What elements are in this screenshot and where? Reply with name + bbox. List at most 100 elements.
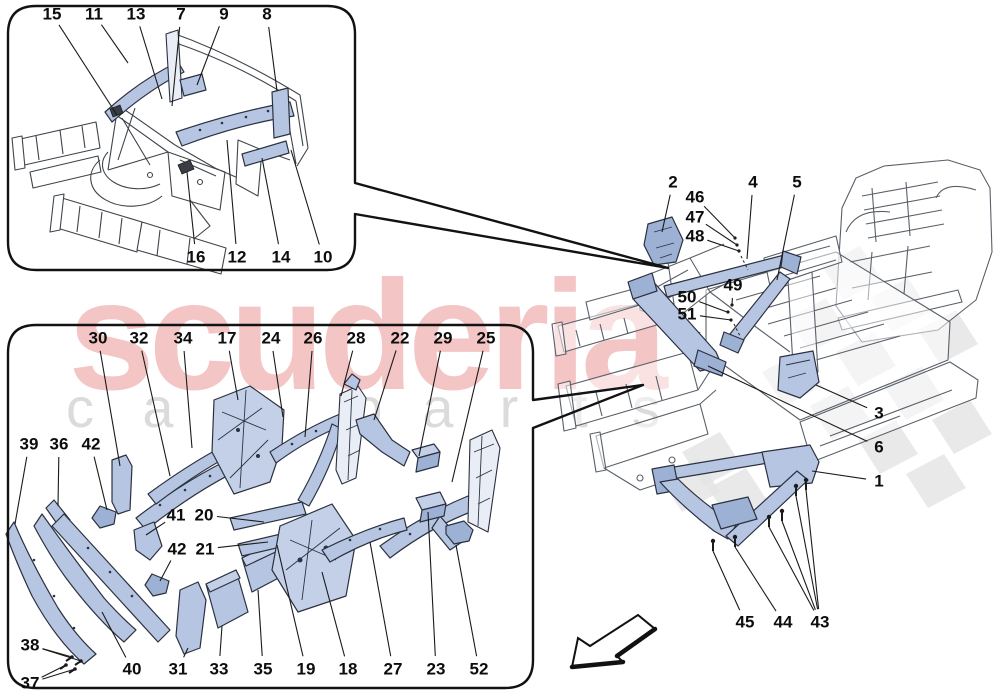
leader-line-3	[815, 384, 868, 409]
leader-line-12	[226, 139, 237, 245]
leader-line-15	[58, 24, 118, 116]
main-chassis-drawing	[551, 159, 993, 551]
callout-label-49: 49	[724, 276, 743, 295]
leader-line-19	[276, 544, 304, 657]
callout-label-28: 28	[347, 329, 366, 348]
leader-line-6	[707, 365, 868, 442]
leader-line-10	[290, 149, 320, 245]
inset-panel-borders	[6, 4, 670, 690]
callout-label-29: 29	[434, 329, 453, 348]
callout-label-14: 14	[272, 248, 291, 267]
leader-line-8	[268, 26, 278, 92]
leader-line-13	[139, 26, 163, 100]
callout-label-6: 6	[874, 438, 883, 457]
part-31-rail-long	[51, 513, 171, 643]
callout-label-34: 34	[174, 329, 193, 348]
leader-line-52	[455, 544, 478, 657]
callout-label-33: 33	[210, 660, 229, 679]
leader-line-29	[418, 350, 441, 457]
leader-line-25	[451, 350, 484, 483]
leader-line-37	[42, 668, 76, 680]
callout-label-16: 16	[187, 248, 206, 267]
callout-label-42: 42	[82, 435, 101, 454]
leader-line-27	[369, 541, 392, 657]
leader-line-37	[41, 664, 67, 678]
leader-line-11	[100, 24, 129, 64]
callout-label-11: 11	[85, 5, 103, 24]
callout-label-36: 36	[50, 435, 69, 454]
watermark-subtitle-letter: r	[500, 376, 519, 439]
part-42-clamp-a	[91, 505, 117, 529]
leader-line-34	[183, 350, 193, 449]
leader-line-22	[373, 350, 397, 421]
callout-label-17: 17	[218, 329, 237, 348]
part-5-strut	[719, 271, 791, 354]
leader-line-21	[217, 541, 269, 549]
part-6-diagonal-brace	[627, 272, 727, 377]
part-40-sill	[33, 513, 137, 643]
front-inset-border	[6, 4, 670, 272]
mounting-screws	[710, 236, 809, 551]
callout-label-51: 51	[678, 305, 697, 324]
callout-label-8: 8	[262, 5, 271, 24]
leader-line-1	[811, 470, 867, 480]
callout-label-24: 24	[262, 329, 281, 348]
callout-label-23: 23	[427, 660, 446, 679]
leader-line-43	[781, 520, 816, 610]
part-8-plate	[271, 87, 291, 139]
leader-line-47	[705, 223, 738, 246]
elements-inset-drawing	[5, 373, 501, 674]
leader-line-39	[14, 456, 28, 525]
leader-line-17	[228, 350, 239, 401]
leader-line-43	[768, 526, 815, 611]
callout-label-43: 43	[811, 613, 830, 632]
direction-arrow	[569, 613, 658, 670]
callout-label-35: 35	[254, 660, 273, 679]
callout-label-20: 20	[195, 506, 214, 525]
leader-line-33	[219, 625, 223, 657]
part-22-bracket	[355, 413, 411, 467]
leader-line-38	[42, 648, 82, 662]
part-16-clip	[177, 159, 195, 175]
leader-line-23	[427, 511, 436, 657]
part-33-beam	[205, 569, 249, 629]
leader-line-26	[304, 350, 313, 438]
leader-line-18	[321, 571, 346, 657]
callout-label-44: 44	[774, 613, 793, 632]
part-28-pillar	[335, 373, 367, 485]
leader-line-44	[734, 546, 777, 612]
leader-line-45	[712, 550, 741, 611]
callout-label-12: 12	[228, 248, 247, 267]
part-20-bar	[229, 501, 307, 531]
part-30-bracket	[111, 454, 133, 515]
leader-line-50	[699, 301, 728, 313]
callout-label-50: 50	[678, 288, 697, 307]
callout-label-32: 32	[130, 329, 149, 348]
callout-label-7: 7	[176, 5, 185, 24]
callout-label-4: 4	[748, 173, 758, 192]
leader-line-36	[57, 456, 60, 507]
part-2-bracket	[643, 216, 684, 266]
callout-label-52: 52	[470, 660, 489, 679]
part-17-node	[211, 385, 285, 495]
callout-label-26: 26	[304, 329, 323, 348]
leader-line-5	[776, 194, 795, 281]
part-31-upright	[175, 581, 207, 655]
part-14-bar	[241, 140, 290, 167]
callout-label-25: 25	[477, 329, 496, 348]
leader-line-14	[261, 157, 280, 245]
leader-line-7	[171, 26, 181, 107]
leader-line-24	[272, 350, 284, 418]
leader-line-16	[186, 171, 196, 245]
callout-label-39: 39	[20, 435, 39, 454]
callout-label-5: 5	[792, 173, 801, 192]
callout-label-47: 47	[686, 208, 705, 227]
callout-label-1: 1	[874, 472, 883, 491]
leader-line-2	[661, 194, 671, 233]
callout-label-3: 3	[874, 404, 883, 423]
leader-line-42	[159, 560, 172, 582]
leader-line-31	[183, 647, 189, 658]
callout-label-42: 42	[168, 540, 187, 559]
callout-label-45: 45	[736, 613, 755, 632]
